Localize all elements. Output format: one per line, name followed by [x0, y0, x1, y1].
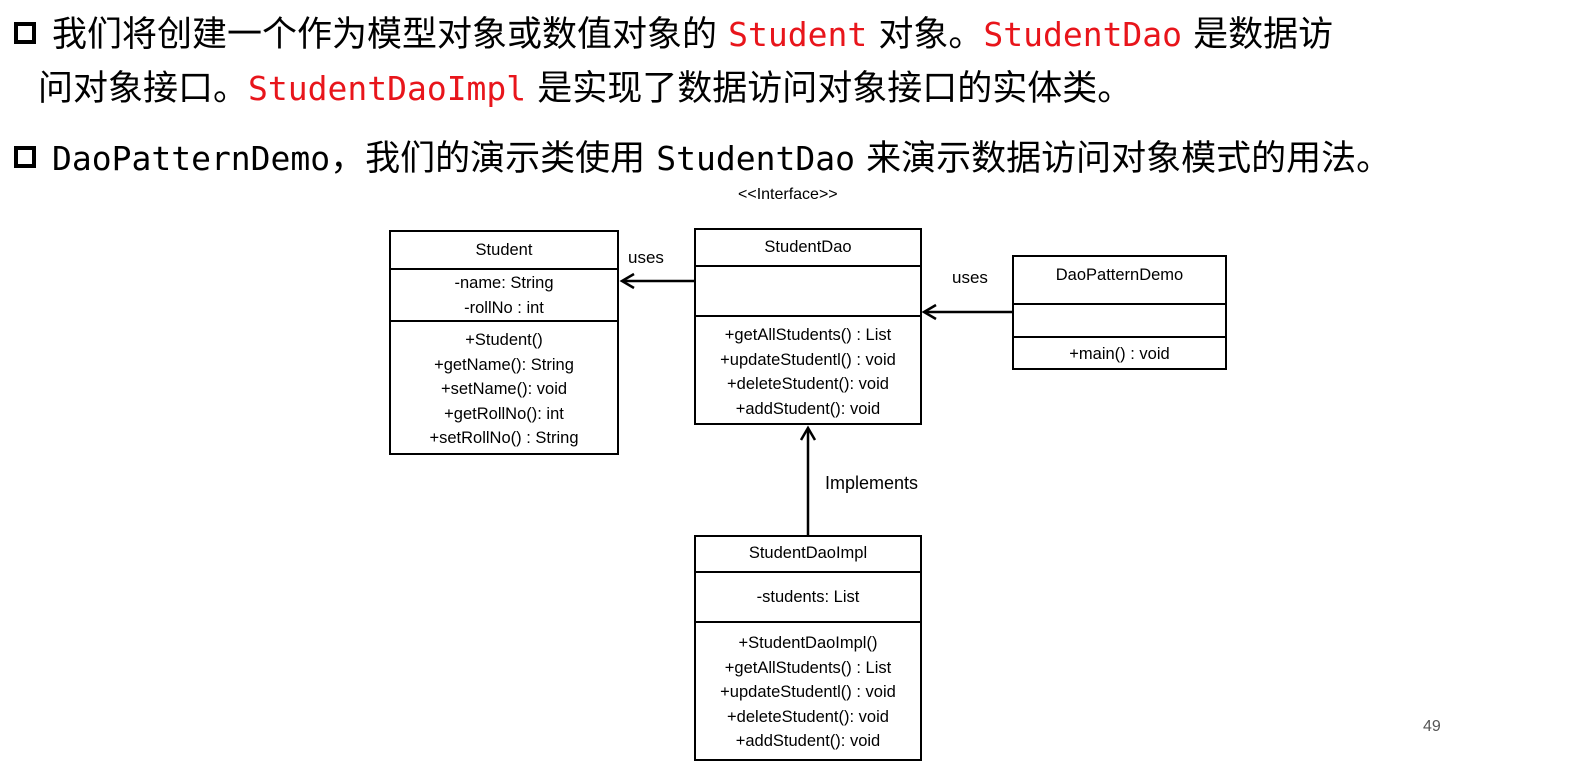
class-studentdaoimpl-methods: +StudentDaoImpl() +getAllStudents() : Li…: [696, 621, 920, 754]
class-student-name-section: Student: [391, 232, 617, 268]
bullet-1-text-2: 对象。: [867, 15, 984, 55]
attribute: -name: String: [454, 274, 554, 292]
uses-arrow-left-head: [619, 272, 635, 290]
method: +addStudent(): void: [735, 732, 881, 750]
class-daopatterndemo-attributes: [1014, 303, 1225, 336]
uses-label-left: uses: [628, 248, 664, 267]
method: +getAllStudents() : List: [724, 326, 892, 344]
bullet-2-text-2: 来演示数据访问对象模式的用法。: [854, 139, 1392, 179]
square-bullet-icon: [14, 146, 36, 168]
bullet-2-text-1: ，我们的演示类使用: [330, 139, 657, 179]
method: +addStudent(): void: [735, 399, 881, 418]
bullet-2: DaoPatternDemo，我们的演示类使用 StudentDao 来演示数据…: [12, 137, 1391, 181]
bullet-1-text-3: 是数据访: [1182, 15, 1334, 55]
uses-arrow-right-head: [921, 303, 937, 321]
method: +deleteStudent(): void: [727, 707, 889, 726]
square-bullet-icon: [14, 22, 36, 44]
class-student-methods: +Student() +getName(): String +setName()…: [391, 320, 617, 451]
uses-label-right: uses: [952, 268, 988, 287]
bullet-1-text-4: 问对象接口。: [38, 69, 249, 109]
code-student: Student: [728, 15, 868, 54]
class-studentdao: StudentDao +getAllStudents() : List +upd…: [694, 228, 922, 425]
code-studentdao: StudentDao: [983, 15, 1183, 54]
class-studentdaoimpl: StudentDaoImpl -students: List +StudentD…: [694, 535, 922, 761]
method: +setRollNo() : String: [429, 429, 579, 447]
class-studentdao-attributes: [696, 265, 920, 315]
method: +main() : void: [1069, 345, 1170, 363]
class-name: DaoPatternDemo: [1055, 266, 1184, 284]
method: +updateStudentl() : void: [720, 350, 896, 369]
implements-label: Implements: [825, 473, 919, 493]
bullet-1: 我们将创建一个作为模型对象或数值对象的 Student 对象。StudentDa…: [12, 13, 1333, 57]
method: +getRollNo(): int: [444, 404, 564, 423]
method: +setName(): void: [440, 380, 568, 398]
attribute: -students: List: [756, 588, 860, 606]
bullet-1-text-1: 我们将创建一个作为模型对象或数值对象的: [52, 15, 729, 55]
class-daopatterndemo-methods: +main() : void: [1014, 336, 1225, 367]
method: +StudentDaoImpl(): [738, 634, 878, 652]
class-studentdaoimpl-name-section: StudentDaoImpl: [696, 537, 920, 571]
method: +Student(): [465, 331, 543, 349]
class-studentdao-name-section: StudentDao: [696, 230, 920, 265]
code-studentdao-2: StudentDao: [656, 139, 855, 178]
class-student: Student -name: String -rollNo : int +Stu…: [389, 230, 619, 455]
page-number: 49: [1423, 718, 1441, 735]
implements-arrow-head: [799, 425, 817, 441]
class-daopatterndemo-name-section: DaoPatternDemo: [1014, 257, 1225, 303]
code-daopatterndemo: DaoPatternDemo: [52, 139, 331, 178]
class-name: StudentDao: [764, 238, 852, 256]
bullet-1-text-5: 是实现了数据访问对象接口的实体类。: [526, 69, 1133, 109]
class-student-attributes: -name: String -rollNo : int: [391, 268, 617, 320]
code-studentdaoimpl: StudentDaoImpl: [248, 69, 527, 108]
class-studentdao-methods: +getAllStudents() : List +updateStudentl…: [696, 315, 920, 421]
class-daopatterndemo: DaoPatternDemo +main() : void: [1012, 255, 1227, 370]
class-studentdaoimpl-attributes: -students: List: [696, 571, 920, 621]
bullet-1-continued: 问对象接口。StudentDaoImpl 是实现了数据访问对象接口的实体类。: [38, 67, 1132, 111]
class-name: Student: [475, 241, 533, 259]
interface-stereotype: <<Interface>>: [738, 186, 838, 203]
method: +deleteStudent(): void: [727, 375, 889, 393]
class-name: StudentDaoImpl: [748, 544, 868, 562]
attribute: -rollNo : int: [464, 298, 544, 317]
method: +getName(): String: [434, 355, 574, 374]
method: +getAllStudents() : List: [724, 658, 892, 677]
method: +updateStudentl() : void: [720, 683, 896, 701]
